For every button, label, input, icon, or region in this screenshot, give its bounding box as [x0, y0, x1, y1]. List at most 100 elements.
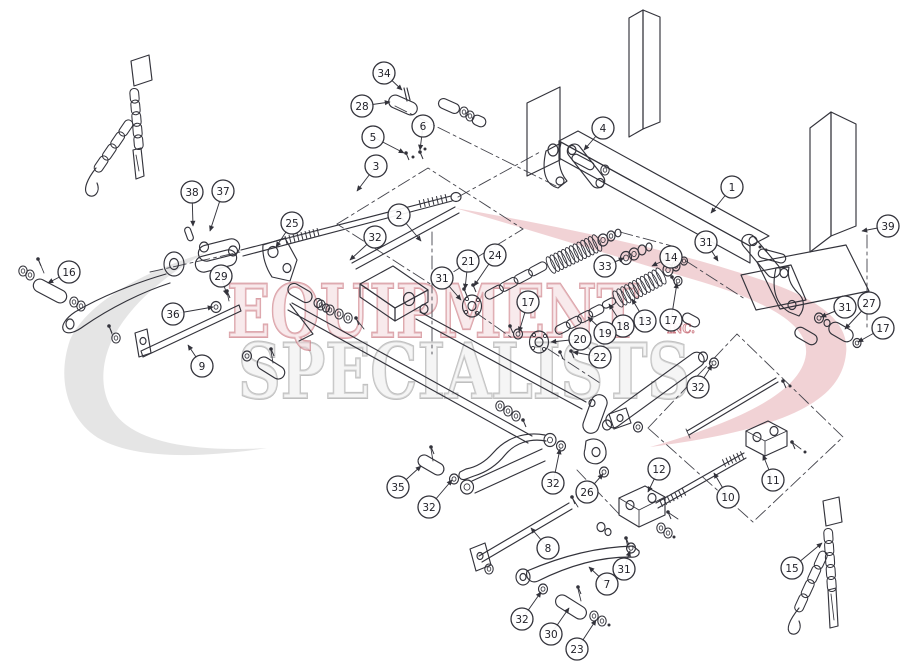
washer [597, 615, 607, 627]
callout-15: 15 [780, 542, 823, 580]
thread-ticks [284, 227, 320, 245]
svg-text:38: 38 [185, 187, 198, 199]
callout-22: 22 [572, 345, 612, 369]
washer [459, 106, 469, 118]
part-bell-crank [210, 237, 331, 314]
bolt-icon [269, 347, 275, 357]
callout-32: 32 [510, 591, 542, 631]
svg-text:36: 36 [166, 309, 180, 321]
callout-31: 31 [820, 295, 857, 319]
svg-text:25: 25 [285, 218, 298, 230]
svg-text:17: 17 [876, 323, 889, 335]
washer [316, 299, 326, 311]
svg-text:31: 31 [617, 564, 630, 576]
svg-text:6: 6 [420, 121, 427, 133]
callout-35: 35 [386, 465, 422, 499]
svg-text:21: 21 [461, 256, 474, 268]
washer [465, 110, 475, 122]
svg-text:35: 35 [391, 482, 404, 494]
chain-links [93, 119, 134, 173]
svg-text:24: 24 [488, 250, 502, 262]
washer [495, 400, 505, 412]
spring-coil [612, 267, 667, 308]
svg-text:23: 23 [570, 644, 583, 656]
callout-20: 20 [550, 327, 592, 351]
svg-text:12: 12 [652, 464, 665, 476]
part-bent-arm [458, 432, 610, 495]
part-flanged-hub-lower [528, 330, 550, 354]
part-top-bracket [526, 86, 595, 189]
callout-10: 10 [713, 472, 740, 509]
callout-13: 13 [631, 298, 657, 333]
part-curved-lever [515, 538, 640, 586]
bolt-icon [36, 257, 42, 267]
callout-24: 24 [473, 243, 507, 287]
svg-text:31: 31 [699, 237, 712, 249]
callout-9: 9 [187, 344, 214, 378]
svg-text:18: 18 [616, 321, 629, 333]
svg-text:34: 34 [377, 68, 391, 80]
thread-ticks [658, 488, 687, 507]
svg-text:32: 32 [515, 614, 528, 626]
part-angle-channel-right [809, 111, 857, 253]
svg-text:27: 27 [862, 298, 875, 310]
washer [343, 312, 353, 324]
diagram-artwork [32, 9, 870, 635]
callout-14: 14 [651, 245, 683, 269]
washer [656, 522, 666, 534]
svg-text:16: 16 [62, 267, 76, 279]
bolt-icon [781, 379, 787, 389]
part-chain-right [787, 496, 843, 635]
svg-text:17: 17 [664, 315, 677, 327]
svg-text:31: 31 [435, 273, 448, 285]
callout-27: 27 [844, 291, 881, 330]
thread-ticks [721, 451, 745, 467]
part-turnbuckle [618, 420, 802, 528]
washer [663, 527, 673, 539]
part-link-bar [469, 498, 579, 572]
callout-28: 28 [350, 94, 391, 118]
callout-17: 17 [857, 316, 895, 343]
bolt-icon [576, 585, 582, 595]
chain-links [129, 87, 144, 151]
svg-text:17: 17 [521, 297, 534, 309]
callout-3: 3 [356, 154, 388, 192]
callout-34: 34 [372, 61, 403, 91]
part-stadium-arm [601, 351, 720, 431]
svg-text:5: 5 [370, 132, 377, 144]
bolt-icon [666, 510, 672, 520]
part-right-crank [740, 244, 870, 349]
bolt-icon [107, 324, 113, 334]
callout-2: 2 [387, 203, 422, 242]
chain-links [484, 261, 548, 300]
svg-text:8: 8 [545, 543, 552, 555]
fastener-dot [423, 147, 427, 151]
part-rod-with-clevis [184, 191, 462, 273]
bolt-icon [558, 350, 564, 360]
svg-text:15: 15 [785, 563, 798, 575]
callout-5: 5 [361, 125, 405, 154]
callout-32: 32 [417, 479, 453, 519]
svg-text:19: 19 [598, 328, 611, 340]
part-pin-midleft [241, 350, 286, 380]
bolt-icon [404, 151, 410, 161]
callout-21: 21 [456, 249, 480, 290]
callout-6: 6 [411, 114, 435, 151]
chain-links [823, 527, 837, 593]
washer [484, 563, 494, 575]
bolt-icon [570, 495, 576, 505]
callout-31: 31 [430, 266, 462, 301]
chain-links [554, 304, 605, 335]
washer [25, 269, 35, 281]
svg-text:28: 28 [355, 101, 368, 113]
callout-31: 31 [694, 230, 719, 262]
callout-4: 4 [583, 116, 615, 151]
callout-17: 17 [659, 282, 683, 332]
washer [600, 164, 610, 176]
thread-ticks [418, 193, 448, 209]
part-center-frame [287, 206, 644, 444]
fastener-dot [758, 245, 762, 249]
callout-38: 38 [180, 180, 204, 227]
svg-text:1: 1 [729, 182, 736, 194]
